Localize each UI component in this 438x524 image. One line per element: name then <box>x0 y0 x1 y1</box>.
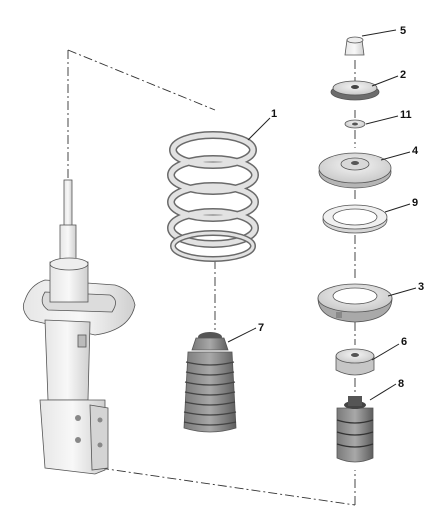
dust-boot <box>183 332 237 433</box>
callout-bearing: 9 <box>412 197 418 209</box>
assembly-lines <box>67 49 356 506</box>
spring-coil-highlight <box>168 209 258 247</box>
coil-spring <box>167 131 259 262</box>
callout-nut: 5 <box>400 25 406 37</box>
spring-coil-highlight <box>168 156 258 194</box>
callout-bump-stop: 8 <box>398 378 404 390</box>
bearing-ring <box>322 204 388 234</box>
boot-neck <box>191 337 229 351</box>
callout-dust-boot: 7 <box>258 322 264 334</box>
brake-line-clip <box>77 334 87 348</box>
strut-top-cap <box>49 257 89 271</box>
leader-lines <box>227 29 417 401</box>
stop-cup <box>335 348 375 376</box>
callout-lower-seat: 3 <box>418 281 424 293</box>
lower-spring-seat <box>317 283 393 323</box>
bracket-side <box>89 404 109 471</box>
spring-coil-highlight <box>170 132 256 168</box>
callout-stop-cup: 6 <box>401 336 407 348</box>
bearing-cup <box>330 80 380 101</box>
bracket-hole <box>75 437 81 443</box>
strut-assembly <box>22 179 136 475</box>
boot-ridges <box>183 361 237 426</box>
washer <box>344 119 366 129</box>
callout-upper-mount: 4 <box>412 145 419 157</box>
nut <box>344 36 365 56</box>
assembly-line-to-spring <box>67 49 216 111</box>
callout-bearing-cup: 2 <box>400 69 406 81</box>
upper-mount <box>318 152 392 189</box>
assembly-line-bottom <box>99 467 356 506</box>
boot-bellows <box>183 351 237 433</box>
callout-washer: 11 <box>400 109 412 121</box>
strut-tube <box>44 319 91 401</box>
bracket-hole <box>75 415 81 421</box>
knuckle-bracket <box>39 399 106 475</box>
spring-coil-end-highlight <box>171 231 255 261</box>
bracket-hole <box>97 417 103 423</box>
callout-spring: 1 <box>271 108 277 120</box>
callouts: 1 2 3 4 5 6 7 8 9 11 <box>258 25 424 390</box>
bump-stop <box>336 396 374 463</box>
spring-coil-highlight <box>168 183 258 221</box>
bracket-hole <box>97 442 103 448</box>
